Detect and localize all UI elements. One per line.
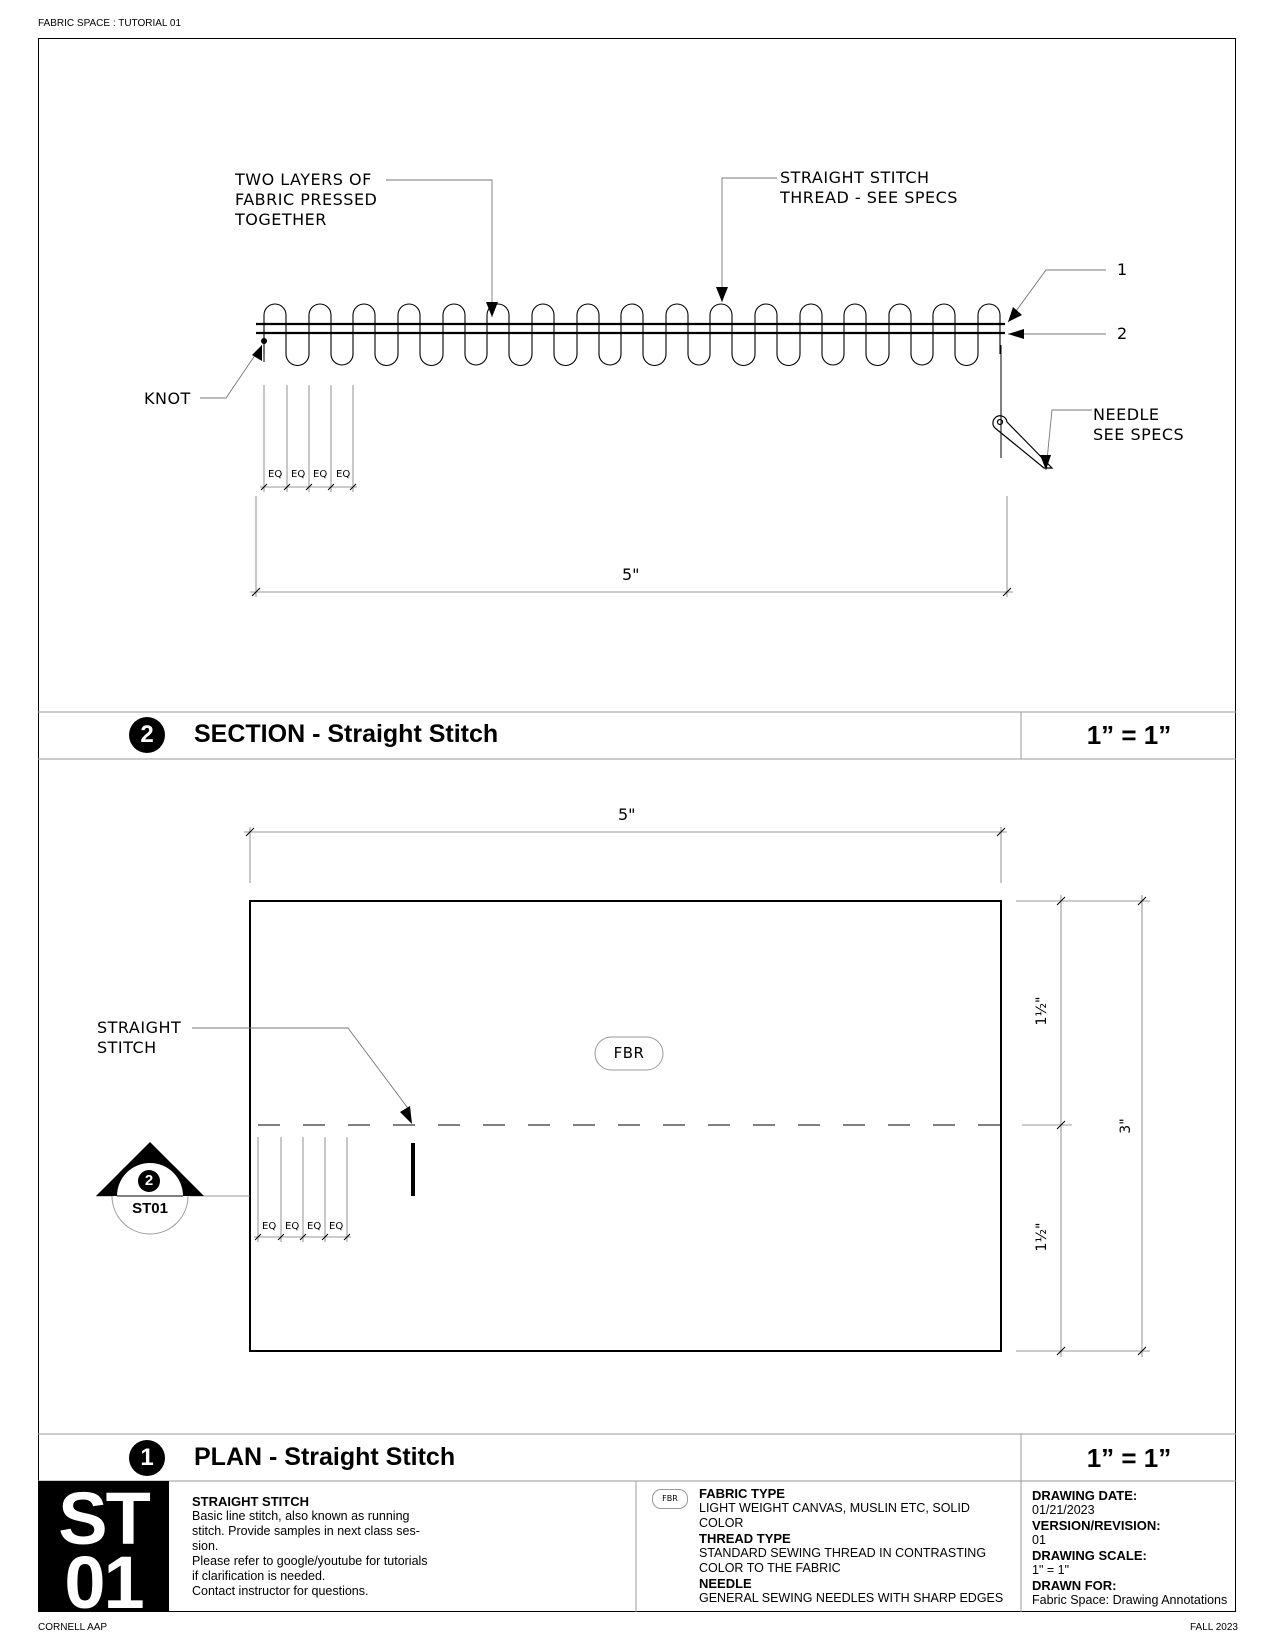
needle-shape — [992, 415, 1054, 469]
plan-fabric-rect — [249, 900, 1002, 1352]
spec-thread-label: THREAD TYPE — [699, 1531, 791, 1546]
section-eq-ticks — [260, 483, 357, 491]
plan-title: PLAN - Straight Stitch — [194, 1443, 456, 1471]
info-drawn-for-value: Fabric Space: Drawing Annotations — [1032, 1593, 1228, 1607]
sheet-number-top: ST — [58, 1477, 151, 1560]
sheet-number-block: ST 01 — [38, 1477, 169, 1624]
plan-fbr-tag: FBR — [613, 1044, 645, 1062]
section-marker-sheet[interactable]: ST01 — [132, 1200, 168, 1217]
description-block: STRAIGHT STITCH Basic line stitch, also … — [192, 1494, 432, 1599]
info-date-value: 01/21/2023 — [1032, 1503, 1095, 1517]
info-block: DRAWING DATE: 01/21/2023 VERSION/REVISIO… — [1032, 1488, 1232, 1608]
plan-eq-4: EQ — [329, 1221, 344, 1232]
section-dim-5in: 5" — [622, 565, 640, 584]
spec-thread-value: COLOR TO THE FABRIC — [699, 1561, 841, 1575]
plan-vertical-dims — [1016, 895, 1150, 1357]
plan-eq-dims — [254, 1137, 351, 1242]
spec-needle-value: GENERAL SEWING NEEDLES WITH SHARP EDGES — [699, 1591, 1004, 1605]
plan-number-badge: 1 — [129, 1440, 165, 1476]
info-drawn-for-label: DRAWN FOR: — [1032, 1578, 1117, 1593]
footer-right: FALL 2023 — [1189, 1622, 1238, 1633]
plan-dim-width: 5" — [618, 805, 636, 824]
section-title: SECTION - Straight Stitch — [194, 720, 499, 748]
section-marker-number: 2 — [144, 1172, 154, 1189]
layer-2-label: 2 — [1117, 324, 1128, 343]
spec-thread-value: STANDARD SEWING THREAD IN CONTRASTING — [699, 1546, 987, 1560]
description-title: STRAIGHT STITCH — [192, 1494, 309, 1509]
layer-1-label: 1 — [1117, 260, 1128, 279]
description-line: stitch. Provide samples in next class se… — [192, 1524, 420, 1538]
spec-fabric-value: LIGHT WEIGHT CANVAS, MUSLIN ETC, SOLID — [699, 1501, 970, 1515]
section-marker-symbol — [96, 1142, 250, 1235]
section-eq-2: EQ — [291, 469, 306, 480]
info-version-value: 01 — [1032, 1533, 1046, 1547]
note-needle: NEEDLE SEE SPECS — [1093, 405, 1185, 444]
info-version-label: VERSION/REVISION: — [1032, 1518, 1161, 1533]
description-line: if clarification is needed. — [192, 1569, 326, 1583]
note-plan-stitch: STRAIGHT STITCH — [97, 1018, 182, 1057]
section-5in-dim — [250, 496, 1013, 597]
info-scale-value: 1" = 1" — [1032, 1563, 1070, 1577]
plan-fbr-tag-outline — [594, 1036, 664, 1071]
plan-5in-dim — [244, 827, 1007, 883]
note-knot: KNOT — [144, 389, 191, 408]
section-leaders — [200, 177, 1106, 471]
info-date-label: DRAWING DATE: — [1032, 1488, 1138, 1503]
plan-dim-half-top: 1½" — [1034, 996, 1050, 1026]
description-line: Basic line stitch, also known as running — [192, 1509, 410, 1523]
legend-fbr-tag: FBR — [652, 1489, 688, 1509]
specs-block: FABRIC TYPE LIGHT WEIGHT CANVAS, MUSLIN … — [699, 1486, 1019, 1606]
spec-fabric-label: FABRIC TYPE — [699, 1486, 785, 1501]
plan-eq-1: EQ — [262, 1221, 277, 1232]
section-eq-dims — [260, 385, 357, 492]
description-line: Contact instructor for questions. — [192, 1584, 369, 1598]
section-eq-3: EQ — [313, 469, 328, 480]
note-fabric-layers: TWO LAYERS OF FABRIC PRESSED TOGETHER — [235, 170, 378, 229]
section-stitch-loops — [263, 303, 1001, 366]
footer-left: CORNELL AAP — [38, 1622, 108, 1633]
description-line: sion. — [192, 1539, 219, 1553]
sheet-number-bottom: 01 — [64, 1541, 144, 1624]
spec-needle-label: NEEDLE — [699, 1576, 752, 1591]
info-scale-label: DRAWING SCALE: — [1032, 1548, 1147, 1563]
plan-dim-half-bottom: 1½" — [1034, 1222, 1050, 1252]
sheet-frame — [38, 38, 1236, 1612]
section-eq-4: EQ — [336, 469, 351, 480]
section-scale: 1” = 1” — [1086, 720, 1172, 750]
plan-eq-3: EQ — [307, 1221, 322, 1232]
spec-fabric-value: COLOR — [699, 1516, 744, 1530]
note-stitch-thread: STRAIGHT STITCH THREAD - SEE SPECS — [780, 168, 958, 207]
description-line: Please refer to google/youtube for tutor… — [192, 1554, 428, 1568]
title-bands — [38, 711, 1236, 1612]
project-header: FABRIC SPACE : TUTORIAL 01 — [38, 18, 182, 29]
section-eq-1: EQ — [268, 469, 283, 480]
plan-scale: 1” = 1” — [1086, 1443, 1172, 1473]
plan-eq-2: EQ — [285, 1221, 300, 1232]
plan-dim-total: 3" — [1118, 1118, 1134, 1134]
section-fabric-layers — [256, 322, 1005, 335]
section-number-badge: 2 — [129, 717, 165, 753]
